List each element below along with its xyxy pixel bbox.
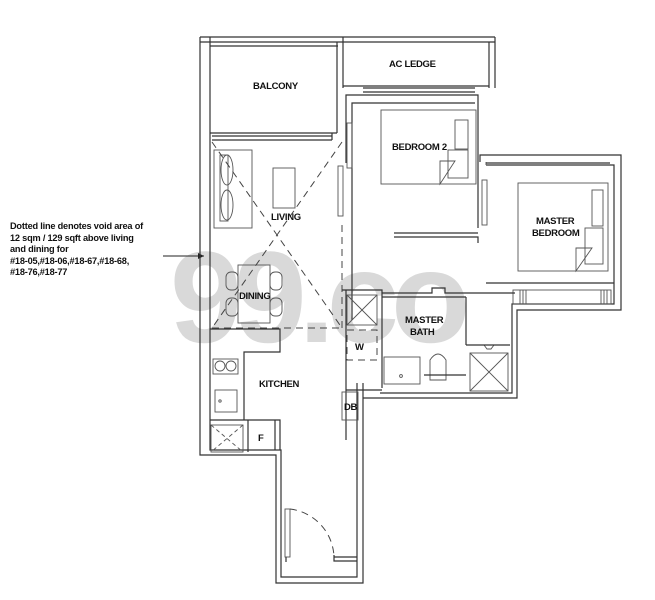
- note-line: Dotted line denotes void area of: [10, 221, 143, 231]
- room-label-washer: W: [355, 342, 364, 353]
- utility: W DB: [341, 289, 383, 440]
- note-line: #18-76,#18-77: [10, 267, 68, 277]
- room-label-fridge: F: [258, 433, 264, 444]
- master-bedroom: MASTER BEDROOM: [481, 162, 614, 305]
- entrance-door: [284, 508, 357, 562]
- room-label-master-bath-2: BATH: [410, 327, 435, 338]
- room-label-dining: DINING: [239, 291, 270, 302]
- master-bath: MASTER BATH: [382, 287, 515, 392]
- outer-walls: [199, 36, 622, 584]
- ac-ledge: AC LEDGE: [343, 59, 489, 93]
- note-arrow: [163, 253, 204, 259]
- room-label-master-bath-1: MASTER: [405, 315, 444, 326]
- room-label-master-bedroom-2: BEDROOM: [532, 228, 580, 239]
- room-label-master-bedroom-1: MASTER: [536, 216, 575, 227]
- note-line: 12 sqm / 129 sqft above living: [10, 232, 134, 243]
- room-label-kitchen: KITCHEN: [259, 379, 300, 390]
- room-label-ac-ledge: AC LEDGE: [389, 59, 436, 70]
- note-line: and dining for: [10, 244, 69, 254]
- void-area-note: Dotted line denotes void area of 12 sqm …: [10, 221, 200, 279]
- room-label-bedroom-2: BEDROOM 2: [392, 142, 447, 153]
- balcony: BALCONY: [210, 37, 344, 141]
- room-label-balcony: BALCONY: [253, 81, 299, 92]
- kitchen: KITCHEN F: [210, 328, 300, 453]
- note-line: #18-05,#18-06,#18-67,#18-68,: [10, 255, 130, 266]
- bedroom-2: BEDROOM 2: [345, 94, 479, 320]
- living-dining: LIVING DINING: [211, 141, 344, 329]
- room-label-living: LIVING: [271, 212, 301, 223]
- room-label-db: DB: [344, 402, 358, 413]
